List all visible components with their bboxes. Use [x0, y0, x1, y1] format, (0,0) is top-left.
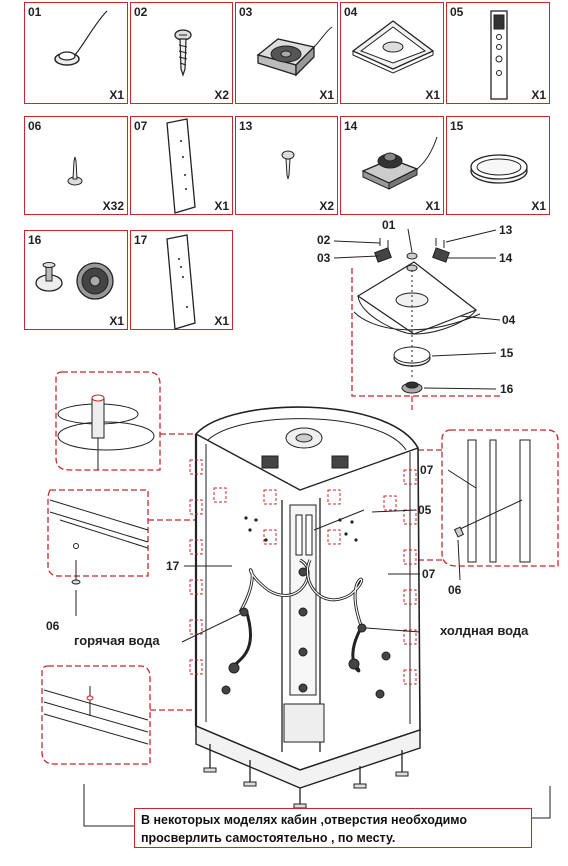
part-number: 06	[28, 119, 42, 133]
callout-01: 01	[382, 218, 396, 232]
part-cell-03: 03 X1	[235, 2, 338, 104]
part-number: 17	[134, 233, 148, 247]
part-qty: X1	[425, 199, 440, 213]
callout-15: 15	[500, 346, 514, 360]
part-cell-02: 02 X2	[130, 2, 233, 104]
part-cell-01: 01 X1	[24, 2, 128, 104]
installation-note: В некоторых моделях кабин ,отверстия нео…	[134, 808, 532, 848]
drain-strainer-icon	[35, 262, 114, 300]
part-qty: X2	[319, 199, 334, 213]
small-screw-icon	[67, 156, 83, 186]
callout-07-main: 07	[422, 567, 436, 581]
part-qty: X1	[109, 88, 124, 102]
part-cell-06: 06 X32	[24, 116, 128, 215]
cable-connector-icon	[54, 10, 108, 66]
cold-water-label: холдная вода	[440, 623, 529, 638]
part-qty: X1	[214, 314, 229, 328]
callout-05: 05	[418, 503, 432, 517]
callout-02: 02	[317, 233, 331, 247]
callout-13: 13	[499, 223, 513, 237]
part-cell-13: 13 X2	[235, 116, 338, 215]
hot-water-label: горячая вода	[74, 633, 160, 648]
callout-04: 04	[502, 313, 516, 327]
callout-14: 14	[499, 251, 513, 265]
part-number: 01	[28, 5, 42, 19]
part-number: 02	[134, 5, 148, 19]
part-cell-17: 17 X1	[130, 230, 233, 330]
part-qty: X1	[109, 314, 124, 328]
callout-03: 03	[317, 251, 331, 265]
part-number: 16	[28, 233, 42, 247]
callout-17: 17	[166, 559, 180, 573]
callout-07-right-detail: 07	[420, 463, 434, 477]
note-line-1: В некоторых моделях кабин ,отверстия нео…	[141, 813, 468, 827]
callout-16: 16	[500, 382, 514, 396]
callout-06-left: 06	[46, 619, 60, 633]
speaker-icon	[361, 136, 438, 190]
part-cell-14: 14 X1	[340, 116, 444, 215]
corner-roof-panel-icon	[351, 20, 435, 74]
part-cell-05: 05 X1	[446, 2, 550, 104]
part-number: 13	[239, 119, 253, 133]
part-number: 14	[344, 119, 358, 133]
part-qty: X32	[102, 199, 124, 213]
control-panel-icon	[490, 10, 508, 100]
part-cell-07: 07 X1	[130, 116, 233, 215]
part-number: 05	[450, 5, 464, 19]
note-line-2: просверлить самостоятельно , по месту.	[141, 831, 396, 845]
part-qty: X2	[214, 88, 229, 102]
part-qty: X1	[531, 199, 546, 213]
part-qty: X1	[319, 88, 334, 102]
screw-icon	[174, 29, 192, 77]
part-cell-15: 15 X1	[446, 116, 550, 215]
callout-06-right: 06	[448, 583, 462, 597]
part-qty: X1	[214, 199, 229, 213]
part-number: 07	[134, 119, 148, 133]
side-panel-icon	[166, 118, 196, 214]
side-panel-icon	[166, 234, 196, 330]
part-cell-16: 16 X1	[24, 230, 128, 330]
fan-icon	[256, 26, 333, 77]
part-qty: X1	[531, 88, 546, 102]
round-tray-icon	[470, 154, 528, 184]
part-cell-04: 04 X1	[340, 2, 444, 104]
part-number: 15	[450, 119, 464, 133]
part-number: 03	[239, 5, 253, 19]
part-qty: X1	[425, 88, 440, 102]
part-number: 04	[344, 5, 358, 19]
screw-icon	[281, 150, 295, 180]
